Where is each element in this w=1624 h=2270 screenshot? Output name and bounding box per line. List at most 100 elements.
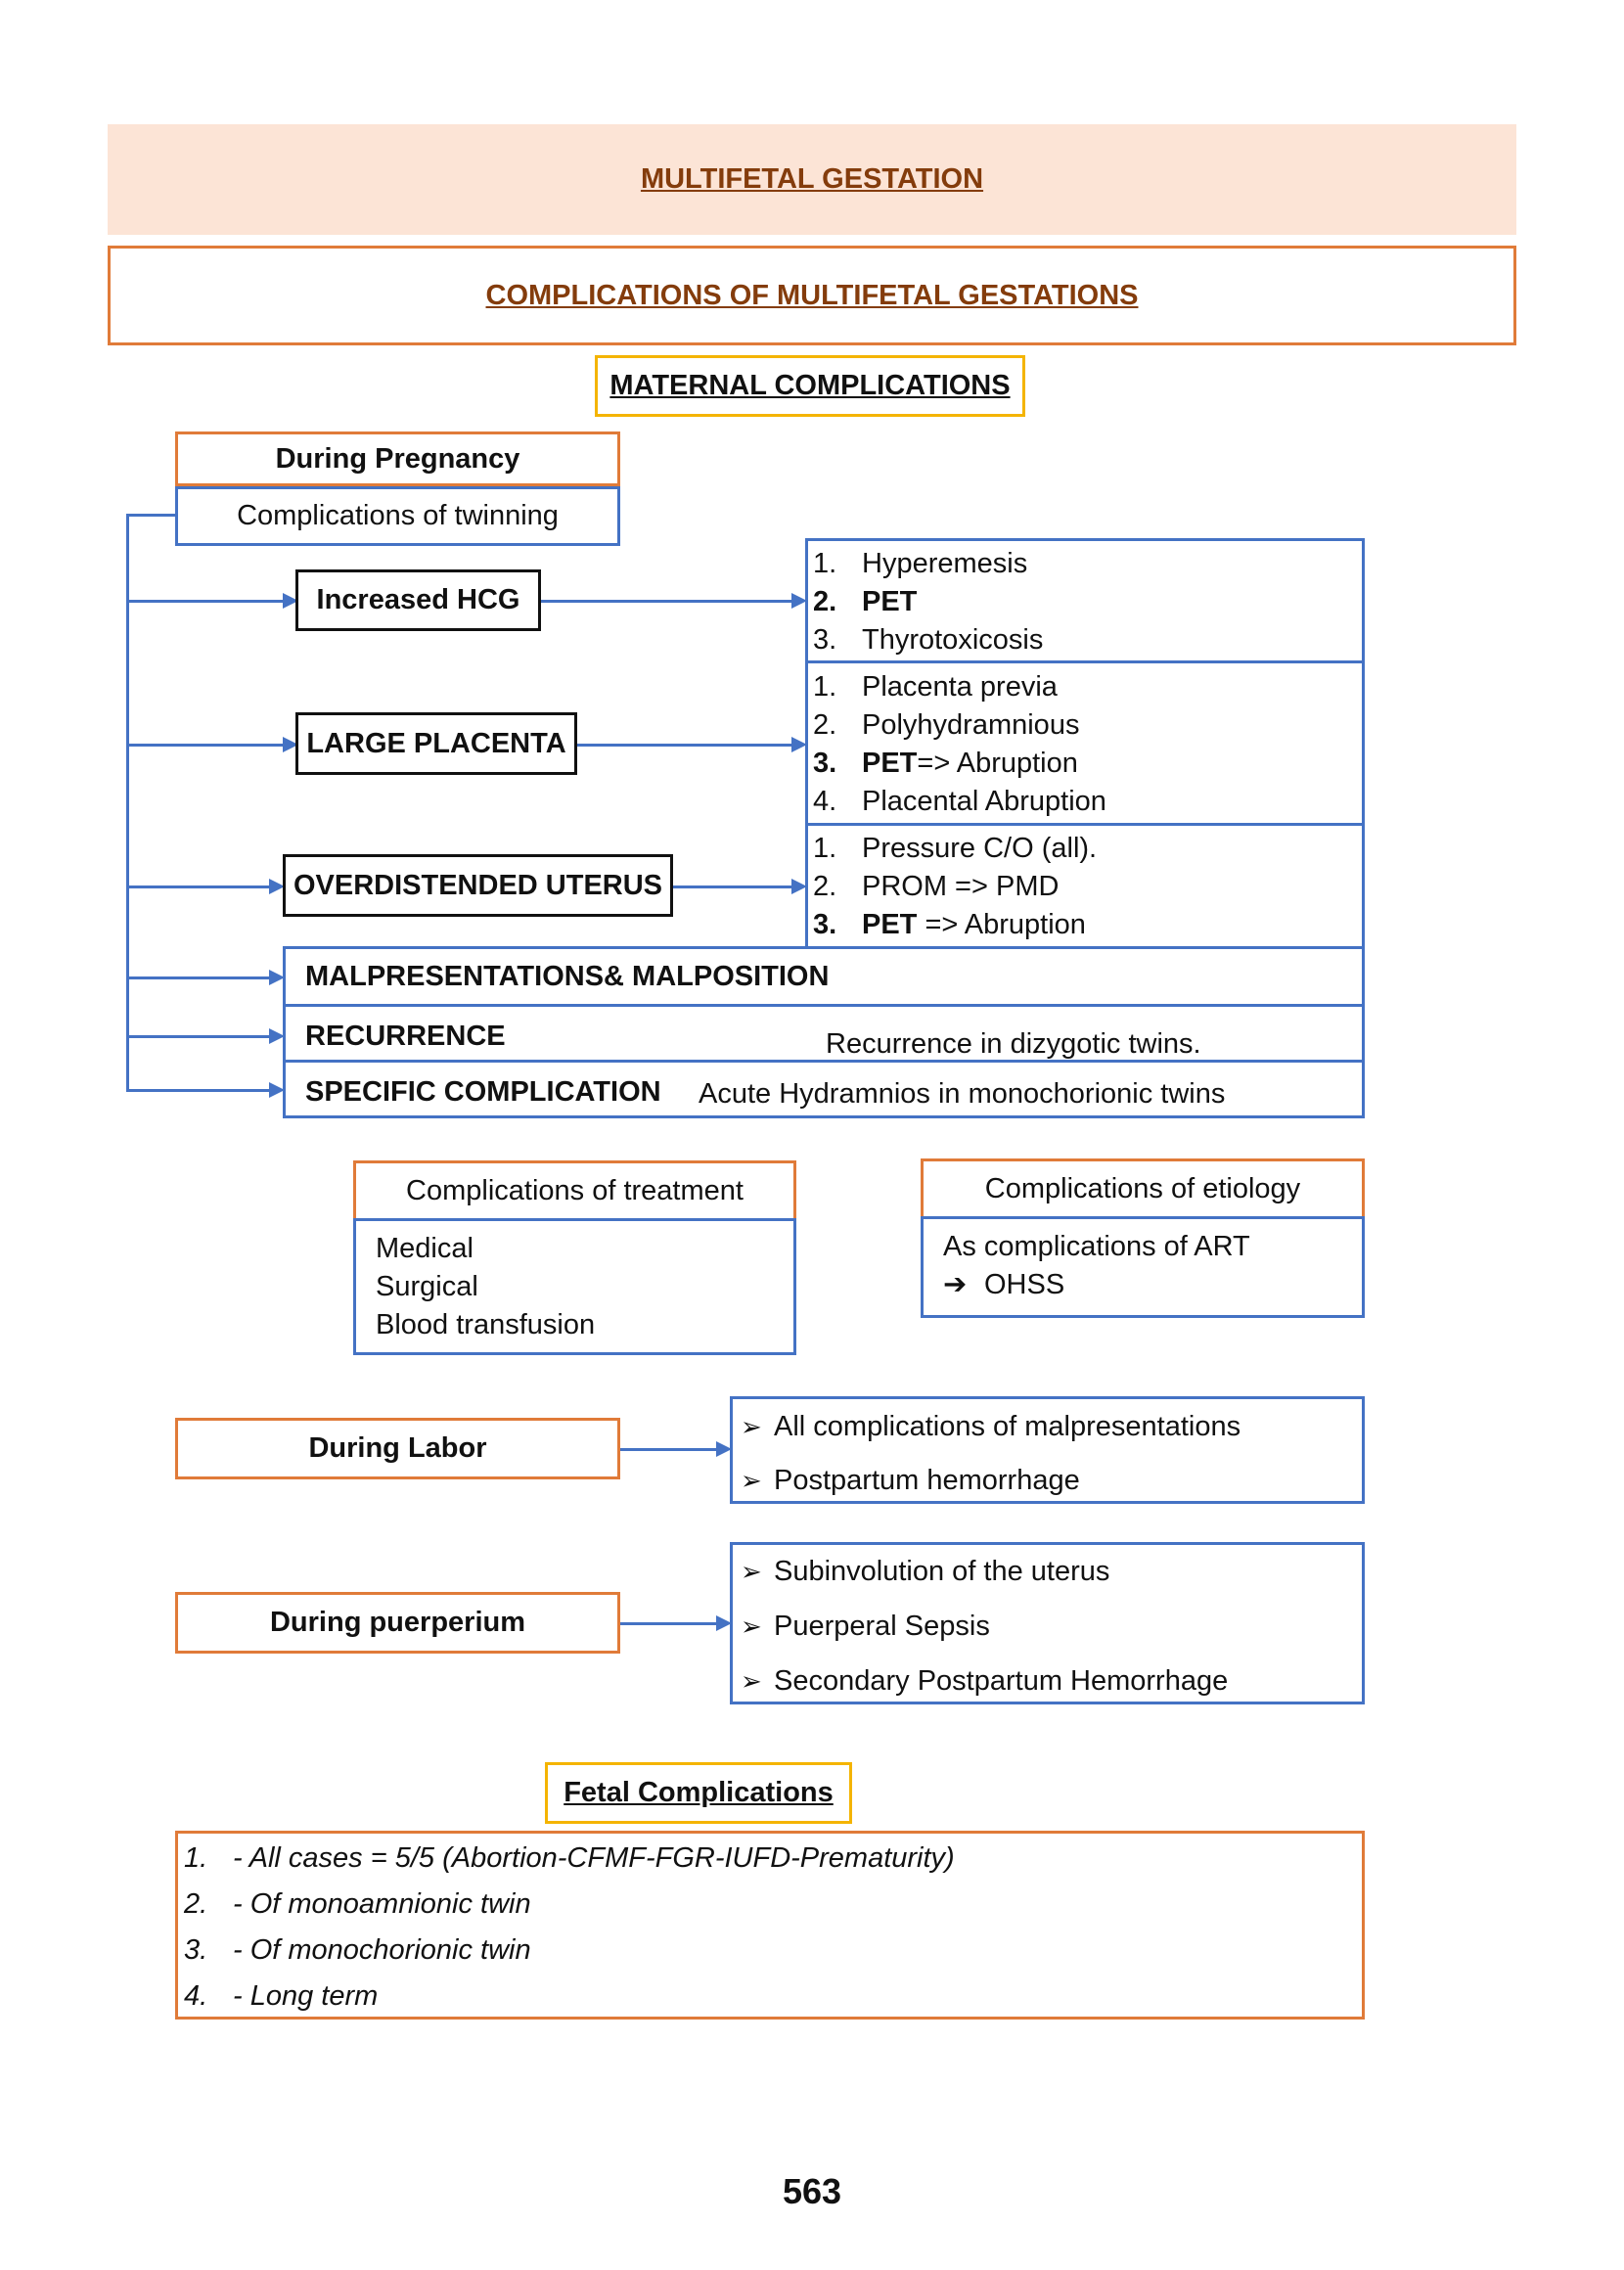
maternal-title: MATERNAL COMPLICATIONS bbox=[609, 370, 1011, 401]
during-puerperium-box: During puerperium bbox=[175, 1592, 620, 1654]
labor-list: ➢All complications of malpresentations ➢… bbox=[741, 1408, 1362, 1500]
list-item: 2.PROM => PMD bbox=[813, 871, 1060, 902]
page-number: 563 bbox=[714, 2167, 910, 2216]
fetal-list-box: 1.- All cases = 5/5 (Abortion-CFMF-FGR-I… bbox=[175, 1831, 1365, 2020]
recurrence-label: RECURRENCE bbox=[305, 1021, 506, 1052]
list-item: 4.Placental Abruption bbox=[813, 786, 1106, 817]
labor-connector bbox=[620, 1448, 716, 1451]
branch-placenta bbox=[126, 744, 283, 747]
specific-desc: Acute Hydramnios in monochorionic twins bbox=[699, 1078, 1226, 1110]
list-item: 2.- Of monoamnionic twin bbox=[184, 1888, 531, 1920]
branch-malpresentation bbox=[126, 976, 269, 979]
list-item: ➢Secondary Postpartum Hemorrhage bbox=[741, 1662, 1362, 1701]
list-item: 4.- Long term bbox=[184, 1980, 379, 2012]
uterus-list-box: 1.Pressure C/O (all). 2.PROM => PMD 3.PE… bbox=[805, 823, 1365, 949]
treatment-title: Complications of treatment bbox=[406, 1174, 744, 1206]
increased-hcg-box: Increased HCG bbox=[295, 569, 541, 631]
list-item: 1.Hyperemesis bbox=[813, 548, 1028, 579]
branch-recurrence bbox=[126, 1035, 269, 1038]
placenta-list-box: 1.Placenta previa 2.Polyhydramnious 3.PE… bbox=[805, 660, 1365, 826]
arrow-placenta bbox=[283, 737, 298, 752]
recurrence-desc: Recurrence in dizygotic twins. bbox=[826, 1028, 1201, 1060]
list-item: 1.- All cases = 5/5 (Abortion-CFMF-FGR-I… bbox=[184, 1842, 955, 1874]
branch-specific bbox=[126, 1089, 269, 1092]
arrow-recurrence bbox=[269, 1028, 285, 1044]
treatment-list: Medical Surgical Blood transfusion bbox=[376, 1230, 793, 1344]
list-item: Blood transfusion bbox=[376, 1309, 596, 1340]
page-number-label: 563 bbox=[782, 2171, 842, 2211]
arrow-hcg-list bbox=[791, 593, 807, 609]
list-item: ➢Subinvolution of the uterus bbox=[741, 1553, 1362, 1608]
list-item: 3.- Of monochorionic twin bbox=[184, 1934, 531, 1966]
etiology-list: As complications of ART ➔OHSS bbox=[943, 1228, 1362, 1304]
bullet-arrow-icon: ➢ bbox=[741, 1466, 762, 1495]
list-item: ➢Postpartum hemorrhage bbox=[741, 1462, 1362, 1500]
connector-trunk bbox=[126, 514, 129, 1091]
etiology-list-box: As complications of ART ➔OHSS bbox=[921, 1216, 1365, 1318]
hcg-to-list bbox=[541, 600, 791, 603]
placenta-list: 1.Placenta previa 2.Polyhydramnious 3.PE… bbox=[813, 668, 1362, 821]
fetal-title: Fetal Complications bbox=[564, 1777, 834, 1808]
malpresentation-label: MALPRESENTATIONS& MALPOSITION bbox=[305, 960, 830, 992]
recurrence-box: RECURRENCE Recurrence in dizygotic twins… bbox=[283, 1004, 1365, 1063]
large-placenta-label: LARGE PLACENTA bbox=[306, 727, 566, 759]
branch-uterus bbox=[126, 885, 269, 888]
increased-hcg-label: Increased HCG bbox=[316, 584, 520, 615]
arrow-hcg bbox=[283, 593, 298, 609]
header-banner: MULTIFETAL GESTATION bbox=[108, 124, 1516, 235]
hcg-list: 1.Hyperemesis 2.PET 3.Thyrotoxicosis bbox=[813, 545, 1362, 659]
treatment-list-box: Medical Surgical Blood transfusion bbox=[353, 1218, 796, 1355]
arrow-malpresentation bbox=[269, 970, 285, 985]
list-item: 3.Thyrotoxicosis bbox=[813, 624, 1044, 656]
bullet-arrow-icon: ➢ bbox=[741, 1557, 762, 1586]
list-item: ➔OHSS bbox=[943, 1266, 1362, 1304]
puerperium-list: ➢Subinvolution of the uterus ➢Puerperal … bbox=[741, 1553, 1362, 1701]
connector-stub-top bbox=[126, 514, 175, 517]
uterus-to-list bbox=[673, 885, 791, 888]
list-item: Medical bbox=[376, 1233, 474, 1264]
etiology-title: Complications of etiology bbox=[984, 1172, 1301, 1204]
page-title: MULTIFETAL GESTATION bbox=[640, 163, 984, 195]
placenta-to-list bbox=[577, 744, 791, 747]
list-item: Surgical bbox=[376, 1271, 478, 1302]
section-title-box: COMPLICATIONS OF MULTIFETAL GESTATIONS bbox=[108, 246, 1516, 345]
list-item: ➢Puerperal Sepsis bbox=[741, 1608, 1362, 1662]
list-item: 2.Polyhydramnious bbox=[813, 709, 1080, 741]
arrow-placenta-list bbox=[791, 737, 807, 752]
bullet-arrow-icon: ➢ bbox=[741, 1666, 762, 1696]
arrow-labor bbox=[716, 1441, 732, 1457]
puerperium-list-box: ➢Subinvolution of the uterus ➢Puerperal … bbox=[730, 1542, 1365, 1704]
arrow-puerperium bbox=[716, 1615, 732, 1631]
puerperium-connector bbox=[620, 1622, 716, 1625]
labor-list-box: ➢All complications of malpresentations ➢… bbox=[730, 1396, 1365, 1504]
arrow-specific bbox=[269, 1082, 285, 1098]
etiology-title-box: Complications of etiology bbox=[921, 1158, 1365, 1219]
specific-box: SPECIFIC COMPLICATION Acute Hydramnios i… bbox=[283, 1060, 1365, 1118]
list-item: 3.PET=> Abruption bbox=[813, 748, 1078, 779]
arrow-uterus-list bbox=[791, 879, 807, 894]
malpresentation-box: MALPRESENTATIONS& MALPOSITION bbox=[283, 946, 1365, 1007]
hcg-list-box: 1.Hyperemesis 2.PET 3.Thyrotoxicosis bbox=[805, 538, 1365, 663]
list-item: 3.PET => Abruption bbox=[813, 909, 1086, 940]
arrow-uterus bbox=[269, 879, 285, 894]
during-pregnancy-label: During Pregnancy bbox=[275, 442, 520, 475]
during-pregnancy-box: During Pregnancy bbox=[175, 431, 620, 486]
complications-of-twinning-box: Complications of twinning bbox=[175, 486, 620, 546]
during-puerperium-label: During puerperium bbox=[269, 1607, 525, 1638]
during-labor-label: During Labor bbox=[308, 1432, 487, 1464]
complications-of-twinning-label: Complications of twinning bbox=[237, 500, 559, 531]
section-title: COMPLICATIONS OF MULTIFETAL GESTATIONS bbox=[485, 279, 1139, 311]
overdistended-uterus-box: OVERDISTENDED UTERUS bbox=[283, 854, 673, 917]
fetal-list: 1.- All cases = 5/5 (Abortion-CFMF-FGR-I… bbox=[184, 1838, 1362, 2021]
list-item: 1.Placenta previa bbox=[813, 671, 1058, 703]
list-item: 2.PET bbox=[813, 586, 918, 617]
fetal-title-box: Fetal Complications bbox=[545, 1762, 852, 1824]
overdistended-uterus-label: OVERDISTENDED UTERUS bbox=[293, 869, 663, 901]
bullet-arrow-icon: ➢ bbox=[741, 1612, 762, 1641]
arrow-right-icon: ➔ bbox=[943, 1269, 968, 1300]
treatment-title-box: Complications of treatment bbox=[353, 1160, 796, 1221]
uterus-list: 1.Pressure C/O (all). 2.PROM => PMD 3.PE… bbox=[813, 830, 1362, 944]
large-placenta-box: LARGE PLACENTA bbox=[295, 712, 577, 775]
maternal-title-box: MATERNAL COMPLICATIONS bbox=[595, 355, 1025, 417]
during-labor-box: During Labor bbox=[175, 1418, 620, 1479]
